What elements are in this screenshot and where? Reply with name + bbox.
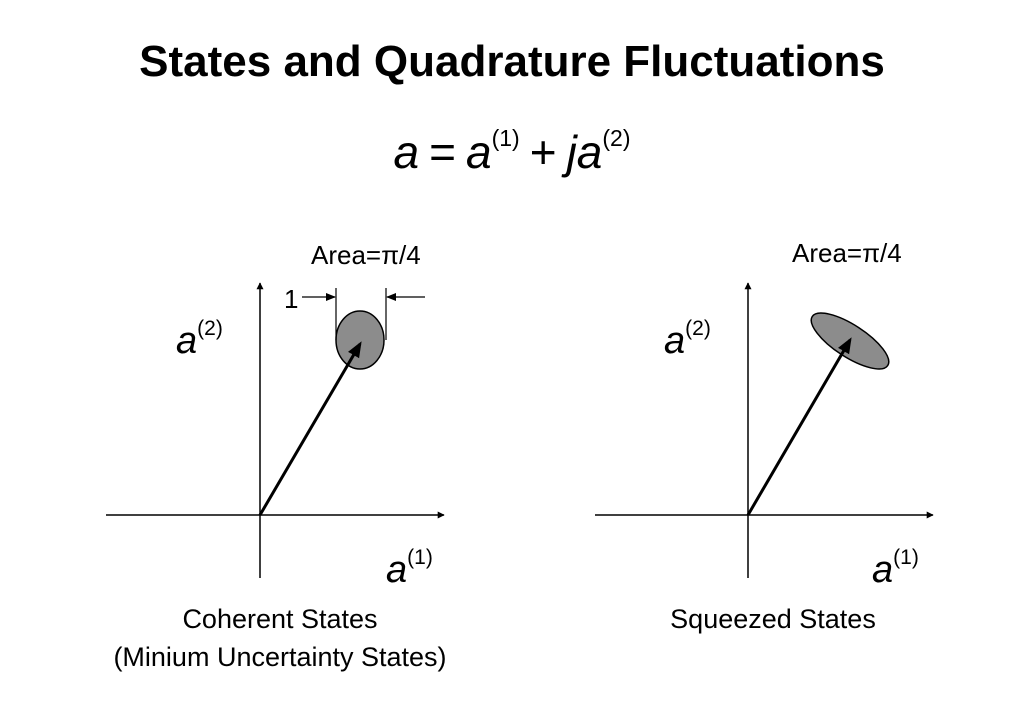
equation-term2-sup: (2) (602, 125, 631, 151)
slide-title: States and Quadrature Fluctuations (139, 37, 885, 86)
coherent-area-label: Area=π/4 (311, 240, 421, 270)
quadrature-equation: a=a(1)+ja(2) (0, 108, 1024, 182)
squeezed-state-vector (746, 337, 852, 516)
coherent-uncertainty-circle (335, 310, 385, 370)
coherent-y-axis-var: a (176, 320, 198, 362)
squeezed-y-axis-var: a (664, 320, 686, 362)
coherent-x-axis-sup: (1) (407, 546, 433, 569)
equation-plus: + (529, 126, 557, 178)
equation-equals: = (429, 126, 456, 178)
squeezed-y-axis-sup: (2) (685, 317, 711, 340)
coherent-state-vector (258, 341, 362, 516)
equation-term1: a (465, 126, 492, 178)
coherent-y-axis-sup: (2) (197, 317, 223, 340)
equation-term2: ja (566, 126, 603, 178)
squeezed-y-axis-label: a(2) (664, 307, 711, 363)
squeezed-x-axis-var: a (872, 549, 894, 591)
coherent-x-axis-var: a (386, 549, 408, 591)
equation-lhs: a (393, 126, 420, 178)
coherent-caption: Coherent States (Minium Uncertainty Stat… (80, 600, 480, 676)
coherent-x-axis-label: a(1) (386, 536, 433, 592)
squeezed-area-label: Area=π/4 (792, 238, 902, 268)
coherent-caption-line1: Coherent States (182, 604, 378, 634)
squeezed-x-axis-sup: (1) (893, 546, 919, 569)
squeezed-panel (595, 282, 934, 578)
coherent-panel (106, 282, 445, 578)
coherent-width-label: 1 (284, 284, 299, 314)
coherent-caption-line2: (Minium Uncertainty States) (113, 642, 447, 672)
coherent-y-axis-label: a(2) (176, 307, 223, 363)
squeezed-x-axis-label: a(1) (872, 536, 919, 592)
equation-term1-sup: (1) (491, 125, 520, 151)
squeezed-caption: Squeezed States (670, 604, 876, 634)
